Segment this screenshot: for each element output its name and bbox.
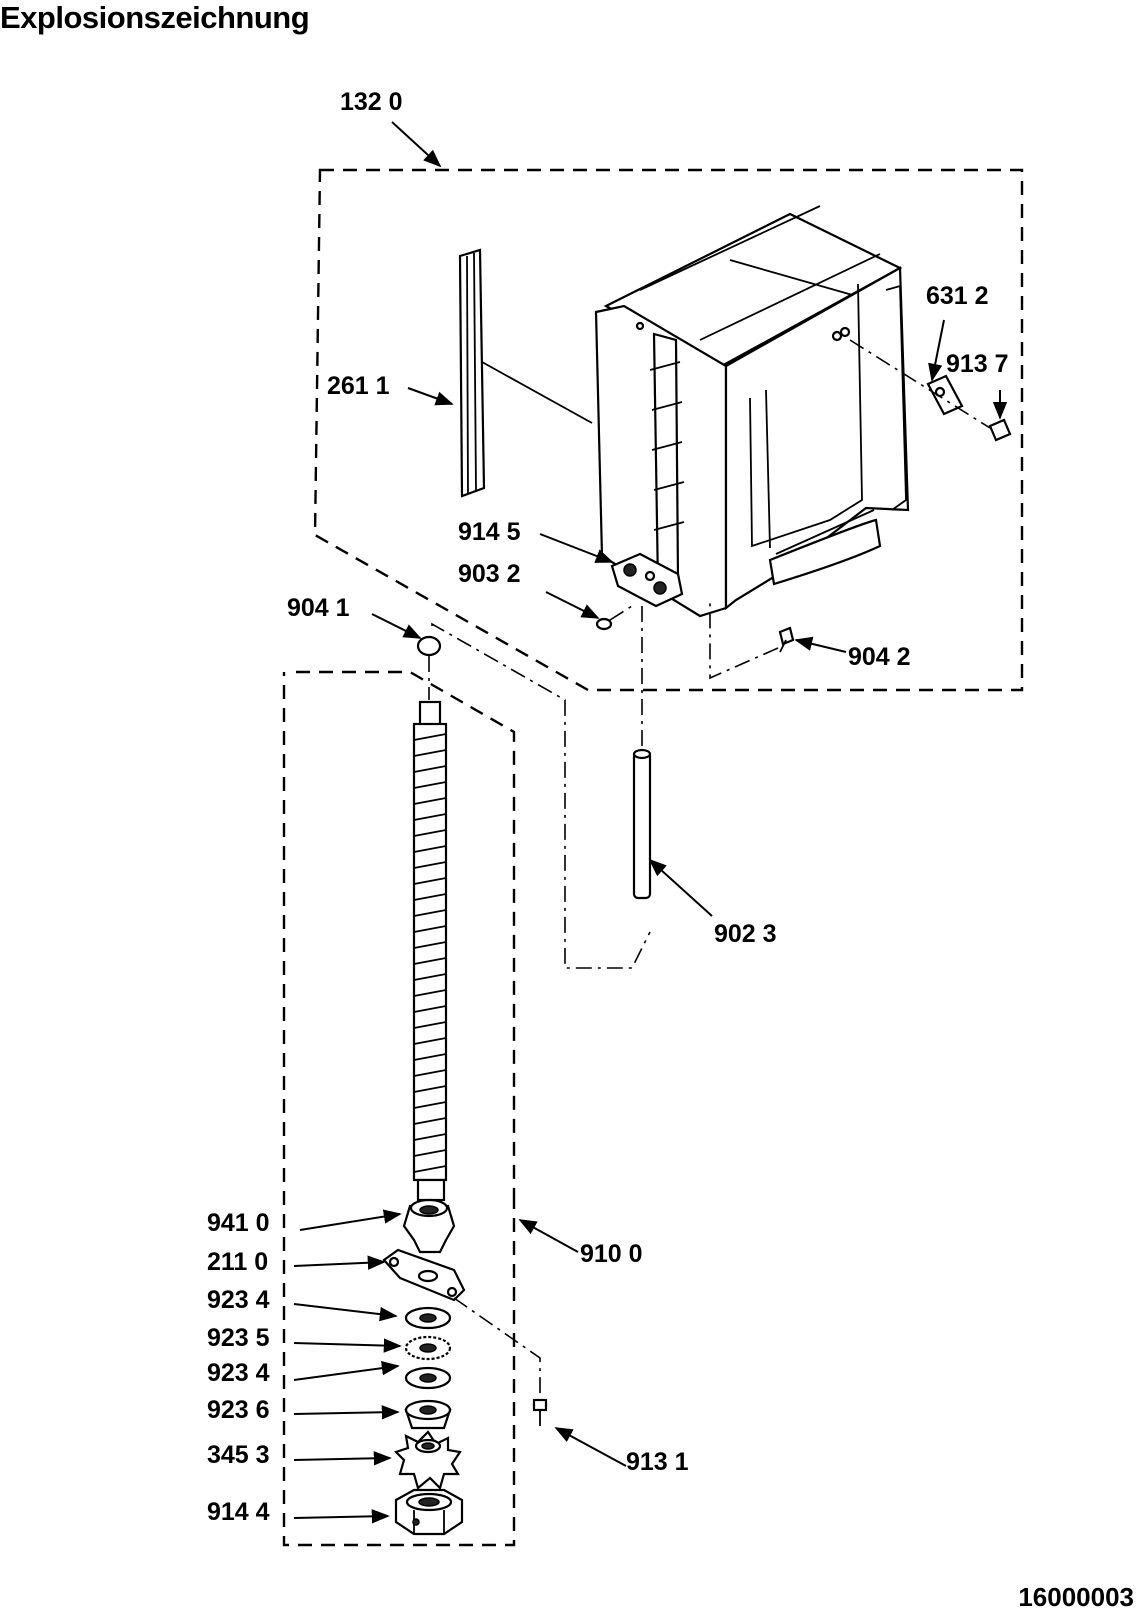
label-9144: 914 4 xyxy=(207,1498,270,1526)
label-9023: 902 3 xyxy=(714,920,777,948)
leader-arrows xyxy=(293,121,1008,1524)
label-9410: 941 0 xyxy=(207,1209,270,1237)
label-9235: 923 5 xyxy=(207,1324,270,1352)
pin-centerline-path xyxy=(431,622,651,969)
housing-box xyxy=(594,205,910,618)
drawing-number: 16000003 xyxy=(1018,1582,1134,1612)
cup-washer-9236 xyxy=(404,1399,452,1430)
guide-rail xyxy=(458,248,486,498)
label-9137: 913 7 xyxy=(946,350,1009,378)
label-9145: 914 5 xyxy=(458,518,521,546)
label-2611: 261 1 xyxy=(327,372,390,400)
label-9234-top: 923 4 xyxy=(207,1286,270,1314)
mounting-plate xyxy=(382,1248,466,1302)
washer-centerline xyxy=(609,605,633,621)
label-1320: 132 0 xyxy=(340,88,403,116)
rail-leader-line xyxy=(481,361,593,424)
screw-9131 xyxy=(532,1398,548,1426)
spring-shaft xyxy=(412,635,448,1202)
screw-9042 xyxy=(778,626,795,653)
screw-9137 xyxy=(988,418,1012,442)
assembly-9100-boundary xyxy=(282,670,516,1547)
bearing-block xyxy=(610,552,684,608)
label-6312: 631 2 xyxy=(926,282,989,310)
label-9100: 910 0 xyxy=(580,1240,643,1268)
washer-9234-top xyxy=(404,1306,452,1330)
sprocket xyxy=(393,1430,462,1491)
bracket-centerline xyxy=(849,339,991,429)
screw-9131-centerline xyxy=(453,1297,541,1400)
label-9032: 903 2 xyxy=(458,560,521,588)
label-9042: 904 2 xyxy=(848,643,911,671)
label-9131: 913 1 xyxy=(626,1448,689,1476)
pin xyxy=(632,748,652,900)
assembly-1320-boundary xyxy=(313,168,1024,692)
hex-nut xyxy=(394,1488,464,1536)
label-2110: 211 0 xyxy=(207,1248,268,1276)
lock-washer-9235 xyxy=(404,1335,452,1361)
label-9234-bottom: 923 4 xyxy=(207,1359,270,1387)
angle-bracket xyxy=(926,374,964,416)
washer xyxy=(595,617,613,631)
screw-9042-centerline xyxy=(709,600,779,680)
label-9041: 904 1 xyxy=(287,594,350,622)
label-9236: 923 6 xyxy=(207,1396,270,1424)
threaded-bushing xyxy=(402,1198,456,1254)
washer-9234-bottom xyxy=(404,1366,452,1390)
page-title: Explosionszeichnung xyxy=(0,0,310,35)
label-3453: 345 3 xyxy=(207,1441,270,1469)
